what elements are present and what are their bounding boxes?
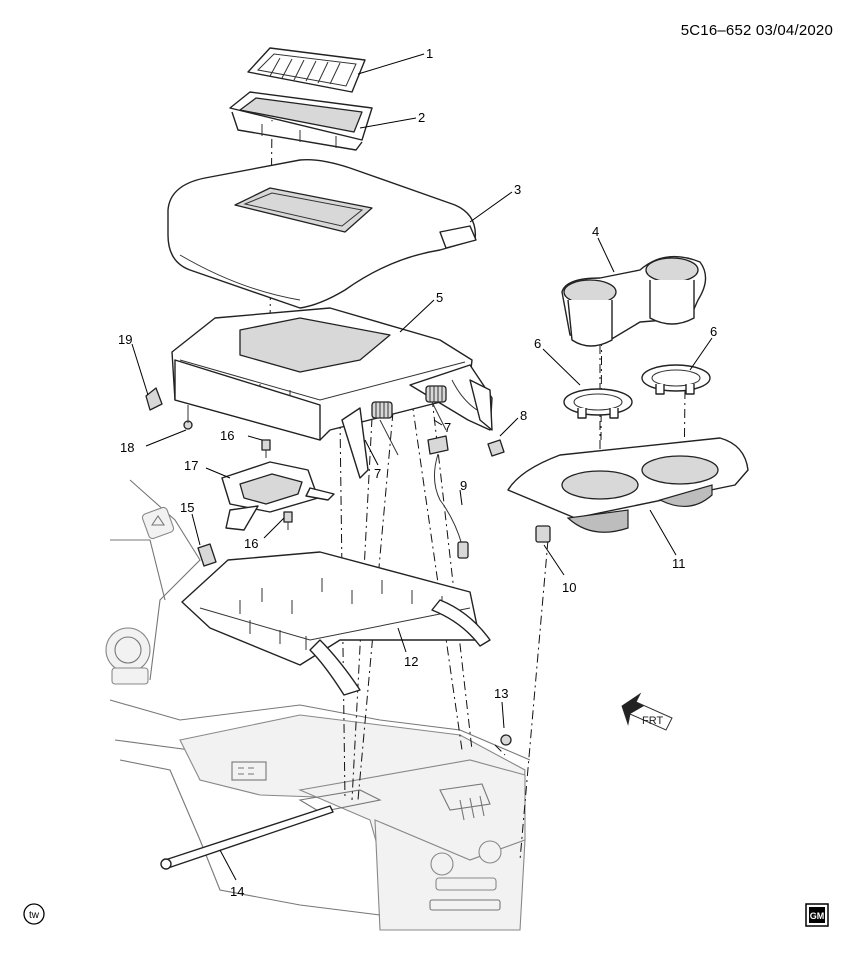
background-console — [105, 479, 531, 931]
callout-17: 17 — [184, 458, 198, 473]
part-19-clip — [145, 387, 163, 411]
callout-7a: 7 — [374, 466, 381, 481]
part-7-springs — [341, 379, 493, 479]
part-9-harness — [427, 435, 469, 559]
callout-14: 14 — [230, 884, 244, 899]
part-16-screw-lower — [283, 511, 293, 523]
callout-labels: 1 2 3 4 5 6 6 7 7 8 9 10 11 12 13 14 15 … — [118, 46, 717, 899]
callout-12: 12 — [404, 654, 418, 669]
callout-11: 11 — [672, 556, 686, 571]
diagram-code: 5C16–652 03/04/2020 — [680, 22, 833, 39]
callout-10: 10 — [562, 580, 576, 595]
part-16-screw-upper — [261, 439, 271, 451]
gm-logo-text: GM — [810, 911, 825, 921]
part-15-clip — [197, 543, 217, 567]
front-arrow: FRT — [621, 692, 673, 731]
callout-7b: 7 — [444, 420, 451, 435]
part-1-mat — [247, 47, 366, 93]
callout-4: 4 — [592, 224, 599, 239]
part-8-clip — [487, 439, 505, 457]
part-2-bezel — [229, 91, 373, 151]
part-12-frame — [181, 551, 491, 696]
callout-18: 18 — [120, 440, 134, 455]
front-arrow-label: FRT — [642, 715, 663, 727]
callout-5: 5 — [436, 290, 443, 305]
part-13-fastener — [500, 734, 512, 746]
tw-badge-text: tw — [29, 910, 40, 921]
small-hardware — [145, 387, 512, 746]
callout-16a: 16 — [220, 428, 234, 443]
callout-15: 15 — [180, 500, 194, 515]
callout-2: 2 — [418, 110, 425, 125]
callout-13: 13 — [494, 686, 508, 701]
part-11-tray — [507, 437, 749, 533]
gm-logo: GM — [805, 903, 829, 927]
callout-9: 9 — [460, 478, 467, 493]
part-10-clip — [535, 525, 551, 543]
callout-6a: 6 — [534, 336, 541, 351]
part-6-rings — [563, 364, 711, 419]
callout-3: 3 — [514, 182, 521, 197]
part-14-rod — [160, 805, 334, 870]
part-4-cupholder-insert — [561, 255, 707, 347]
callout-1: 1 — [426, 46, 433, 61]
part-3-armrest-lid — [167, 158, 477, 309]
callout-16b: 16 — [244, 536, 258, 551]
tw-badge: tw — [23, 903, 45, 925]
callout-6b: 6 — [710, 324, 717, 339]
callout-19: 19 — [118, 332, 132, 347]
leader-lines — [131, 53, 713, 881]
callout-8: 8 — [520, 408, 527, 423]
